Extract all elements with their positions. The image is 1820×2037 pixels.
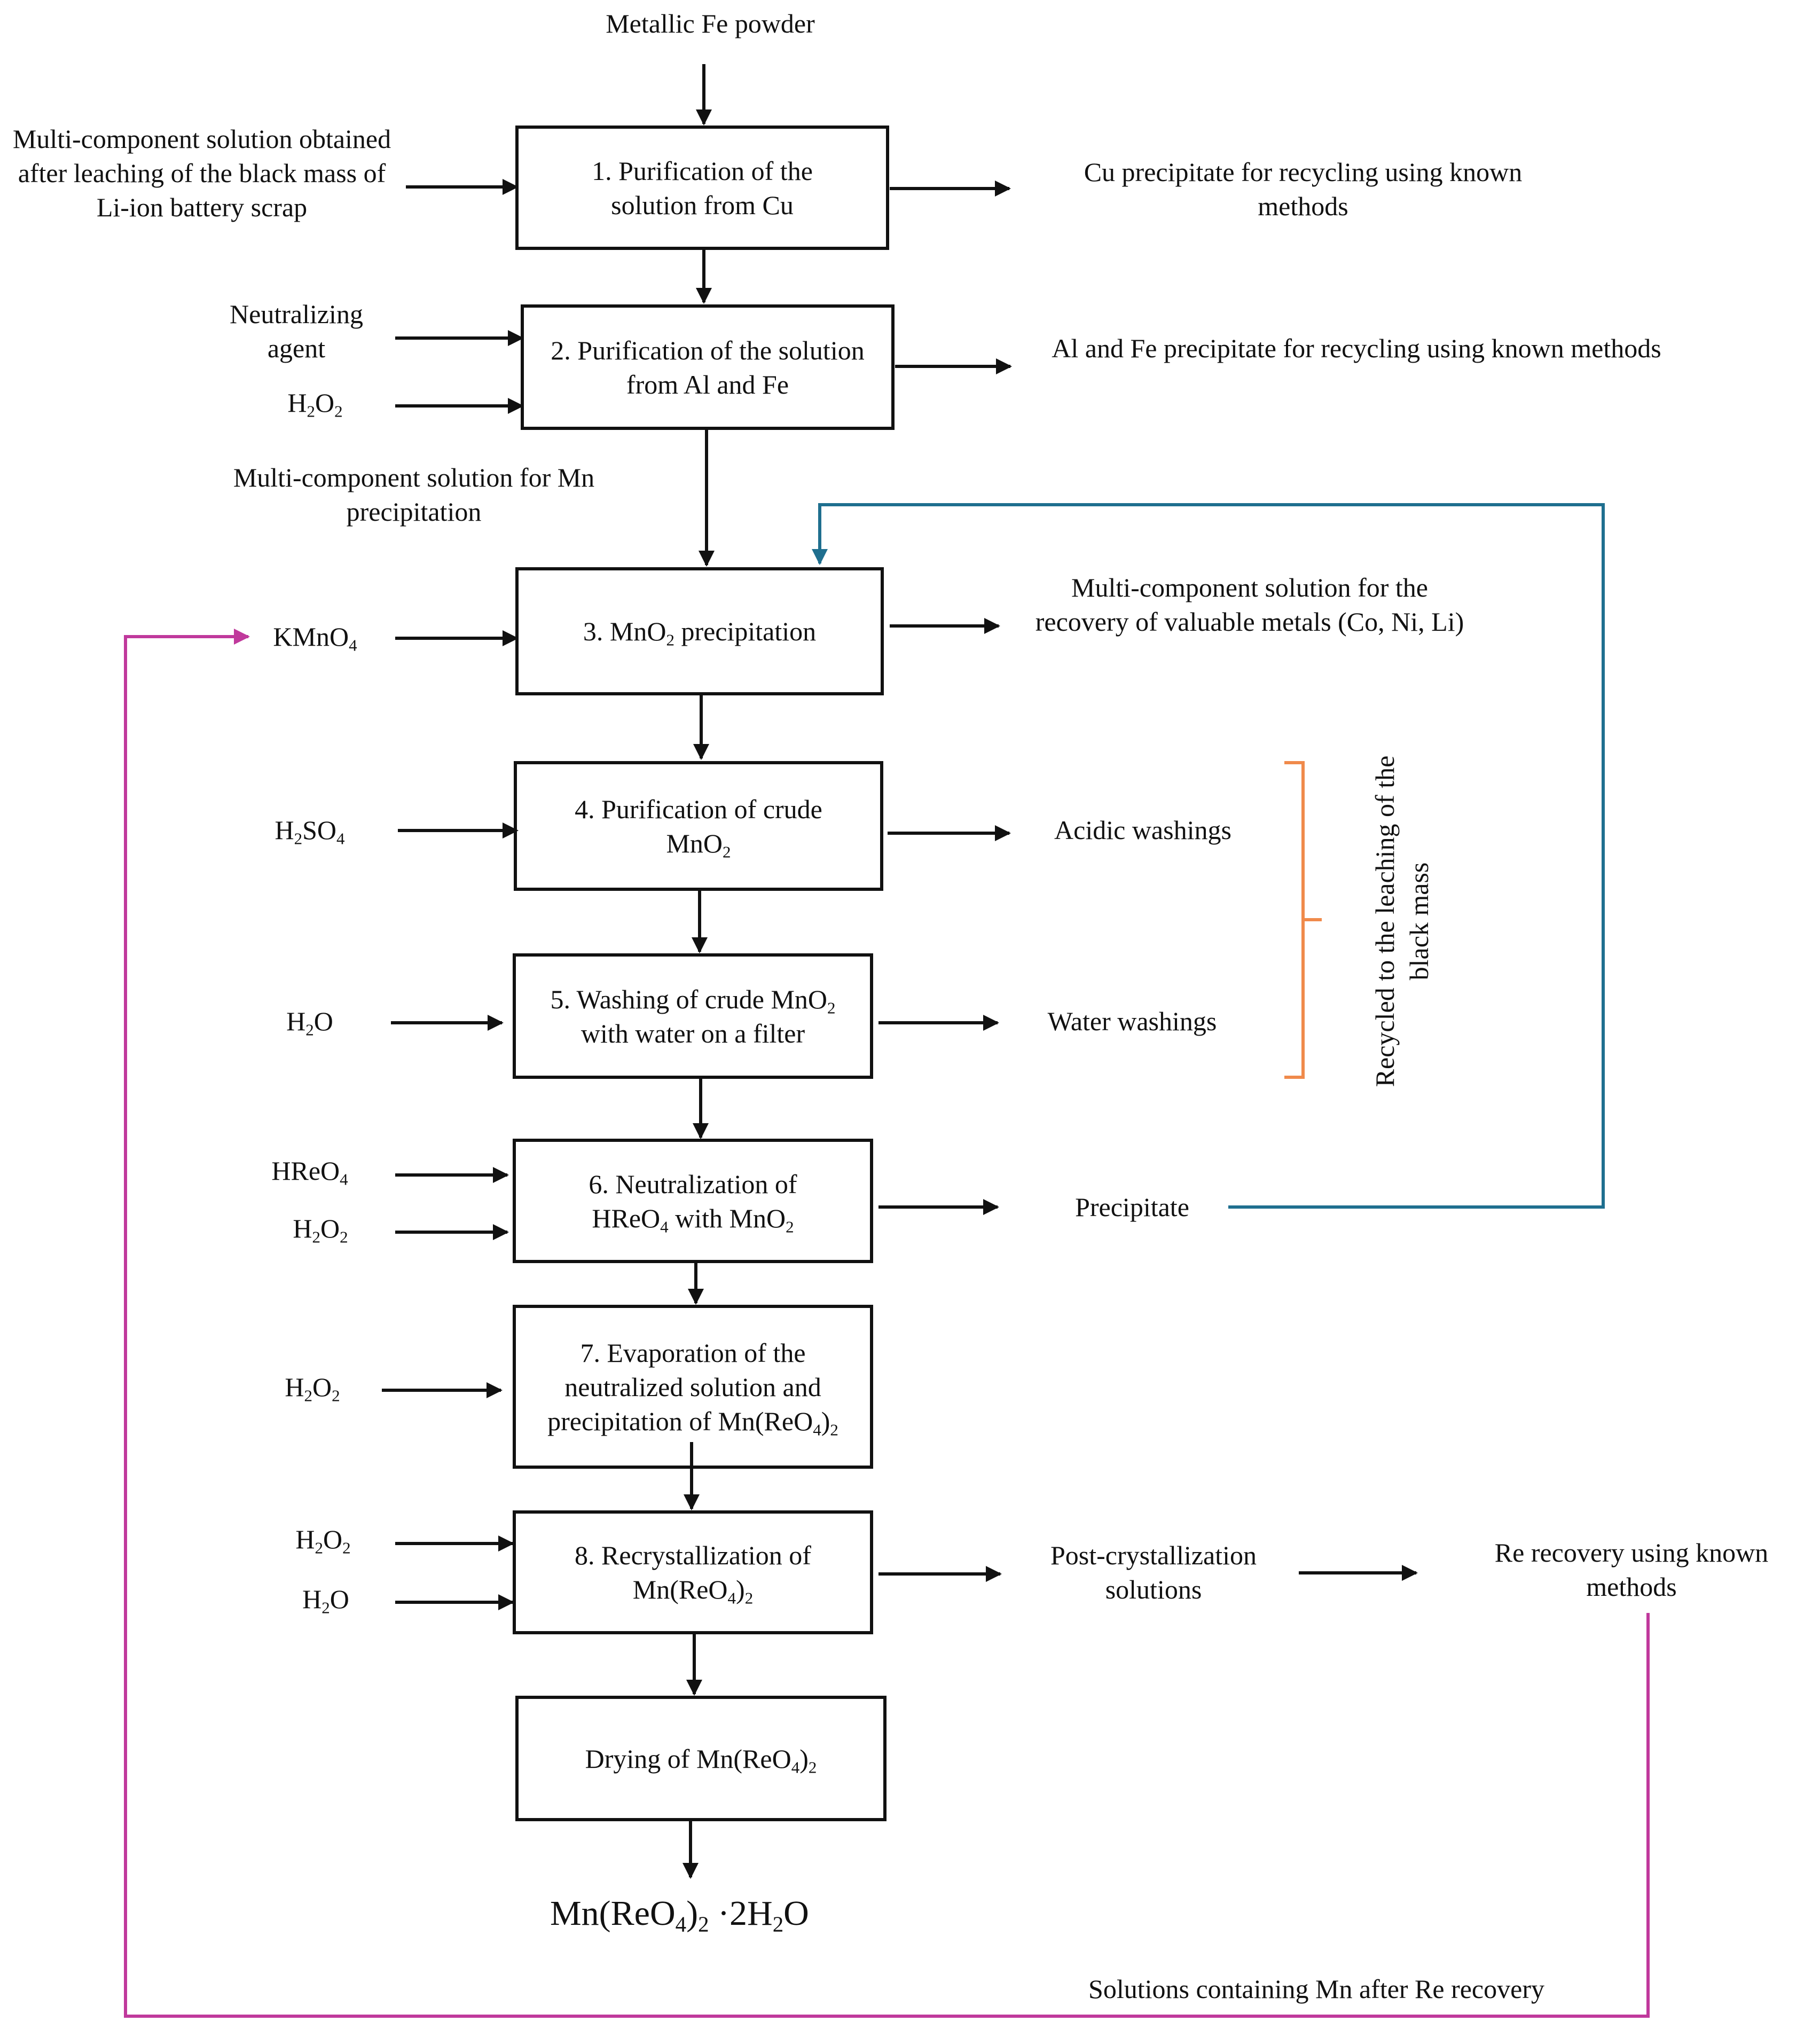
step6-label: 6. Neutralization of HReO4 with MnO2 xyxy=(589,1169,797,1236)
output-re-recovery: Re recovery using known methods xyxy=(1494,1538,1769,1602)
step4-box: 4. Purification of crude MnO2 xyxy=(514,761,883,891)
output-alfe-precipitate: Al and Fe precipitate for recycling usin… xyxy=(1052,333,1661,363)
output-mn-return: Solutions containing Mn after Re recover… xyxy=(1088,1974,1544,2004)
input-h2so4: H2SO4 xyxy=(274,815,345,848)
input-leach-solution: Multi-component solution obtained after … xyxy=(12,124,391,222)
step1-label: 1. Purification of the solution from Cu xyxy=(592,155,813,220)
step8-label: 8. Recrystallization of Mn(ReO4)2 xyxy=(575,1540,811,1608)
output-valuable-metals: Multi-component solution for the recover… xyxy=(1035,573,1464,637)
drying-label: Drying of Mn(ReO4)2 xyxy=(585,1743,817,1776)
mn-return-loop xyxy=(124,629,1650,2018)
input-h2o-8: H2O xyxy=(302,1584,349,1617)
step7-label: 7. Evaporation of the neutralized soluti… xyxy=(547,1337,838,1439)
step3-box: 3. MnO2 precipitation xyxy=(515,567,884,695)
step6-box: 6. Neutralization of HReO4 with MnO2 xyxy=(513,1139,873,1263)
step3-label: 3. MnO2 precipitation xyxy=(583,616,817,649)
input-h2o2-6: H2O2 xyxy=(293,1213,348,1247)
input-neutralizing-agent: Neutralizing agent xyxy=(230,299,363,363)
output-precipitate: Precipitate xyxy=(1075,1192,1189,1222)
output-acidic-washings: Acidic washings xyxy=(1054,815,1231,845)
step5-box: 5. Washing of crude MnO2 with water on a… xyxy=(513,953,873,1079)
output-water-washings: Water washings xyxy=(1047,1006,1217,1036)
precipitate-recycle-loop xyxy=(812,503,1605,1209)
input-hreo4: HReO4 xyxy=(271,1156,348,1189)
step2-label: 2. Purification of the solution from Al … xyxy=(551,335,865,399)
input-h2o2-7: H2O2 xyxy=(285,1372,340,1405)
input-h2o2-2: H2O2 xyxy=(287,388,343,421)
input-mn-solution: Multi-component solution for Mn precipit… xyxy=(233,463,595,527)
input-h2o2-8: H2O2 xyxy=(295,1524,351,1557)
step4-label: 4. Purification of crude MnO2 xyxy=(575,794,822,861)
recycled-to-leaching-label: Recycled to the leaching of the black ma… xyxy=(1370,755,1434,1087)
step7-box: 7. Evaporation of the neutralized soluti… xyxy=(513,1305,873,1469)
input-fe-powder: Metallic Fe powder xyxy=(606,9,815,38)
step2-box: 2. Purification of the solution from Al … xyxy=(521,304,895,430)
drying-box: Drying of Mn(ReO4)2 xyxy=(515,1696,887,1821)
output-cu-precipitate: Cu precipitate for recycling using known… xyxy=(1084,157,1523,221)
step5-label: 5. Washing of crude MnO2 with water on a… xyxy=(550,984,836,1048)
final-product: Mn(ReO4)2 ·2H2O xyxy=(550,1894,809,1937)
step8-box: 8. Recrystallization of Mn(ReO4)2 xyxy=(513,1510,873,1634)
output-post-crystallization: Post-crystallization solutions xyxy=(1050,1540,1257,1604)
input-kmno4: KMnO4 xyxy=(273,622,357,655)
input-h2o-5: H2O xyxy=(286,1006,333,1039)
step1-box: 1. Purification of the solution from Cu xyxy=(515,126,889,250)
recycle-brace xyxy=(1284,761,1322,1079)
